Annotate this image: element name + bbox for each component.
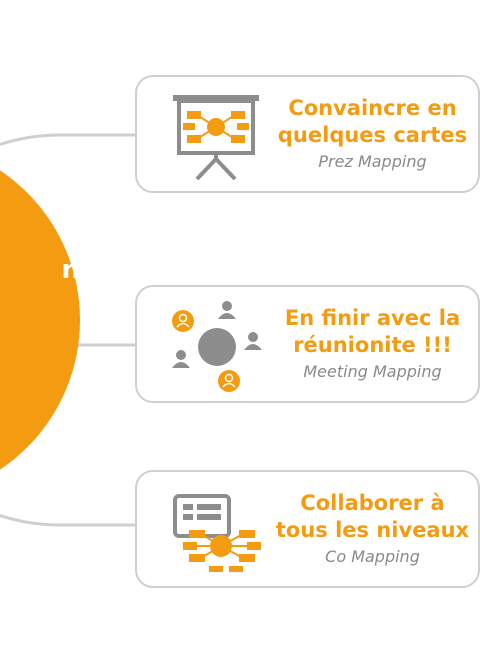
- meeting-people-icon: [159, 299, 269, 394]
- card-subtitle: Meeting Mapping: [303, 362, 442, 381]
- card-subtitle: Co Mapping: [325, 547, 420, 566]
- card-subtitle: Prez Mapping: [318, 152, 427, 171]
- hub-circle: [0, 170, 80, 470]
- card-title: Convaincre en quelques cartes: [277, 96, 468, 147]
- collaboration-map-icon: [159, 484, 269, 579]
- presentation-board-icon: [159, 89, 269, 184]
- card-text: Convaincre en quelques cartes Prez Mappi…: [267, 77, 478, 191]
- hub-text: à n: [61, 215, 80, 285]
- card-text: Collaborer à tous les niveaux Co Mapping: [267, 472, 478, 586]
- card-title: Collaborer à tous les niveaux: [275, 491, 470, 542]
- card-meeting-mapping: En finir avec la réunionite !!! Meeting …: [135, 285, 480, 403]
- card-prez-mapping: Convaincre en quelques cartes Prez Mappi…: [135, 75, 480, 193]
- card-co-mapping: Collaborer à tous les niveaux Co Mapping: [135, 470, 480, 588]
- card-title: En finir avec la réunionite !!!: [284, 306, 461, 357]
- card-text: En finir avec la réunionite !!! Meeting …: [267, 287, 478, 401]
